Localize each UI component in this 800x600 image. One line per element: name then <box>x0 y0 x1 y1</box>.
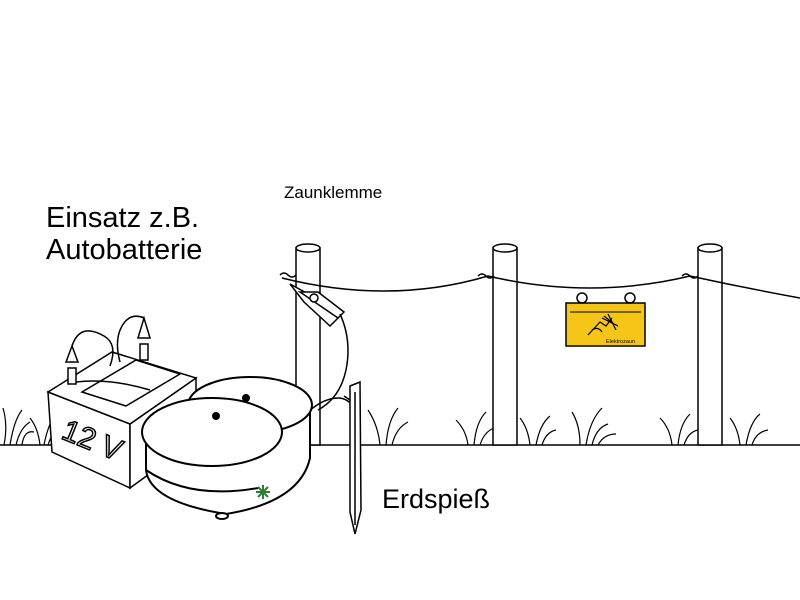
clamp-cable <box>317 313 349 411</box>
energizer-lid-front <box>141 397 283 467</box>
energizer-screw-2 <box>242 394 250 402</box>
clamp-label: Zaunklemme <box>284 183 383 202</box>
warning-sign-text: Elektrozaun <box>606 339 635 345</box>
ground-spike-label: Erdspieß <box>382 484 491 514</box>
battery-label-line2: Autobatterie <box>46 234 203 267</box>
lightning-hand-icon <box>587 313 619 336</box>
fence-clamp <box>289 283 346 328</box>
fence-wire <box>281 275 800 299</box>
warning-sign-board <box>565 302 646 347</box>
indicator-light-icon <box>256 485 270 499</box>
battery-label: Einsatz z.B. Autobatterie <box>46 202 202 267</box>
ground-spike <box>343 380 362 535</box>
energizer-screw-1 <box>212 412 220 420</box>
battery-terminal-left <box>67 367 77 385</box>
battery-terminal-right <box>139 343 149 361</box>
battery-label-line1: Einsatz z.B. <box>46 202 200 234</box>
warning-sign: Elektrozaun <box>565 292 646 347</box>
fence-post-3 <box>697 243 723 446</box>
fence-post-2 <box>492 243 518 446</box>
fence-energizer <box>141 376 313 520</box>
insulator-icons <box>279 272 699 279</box>
